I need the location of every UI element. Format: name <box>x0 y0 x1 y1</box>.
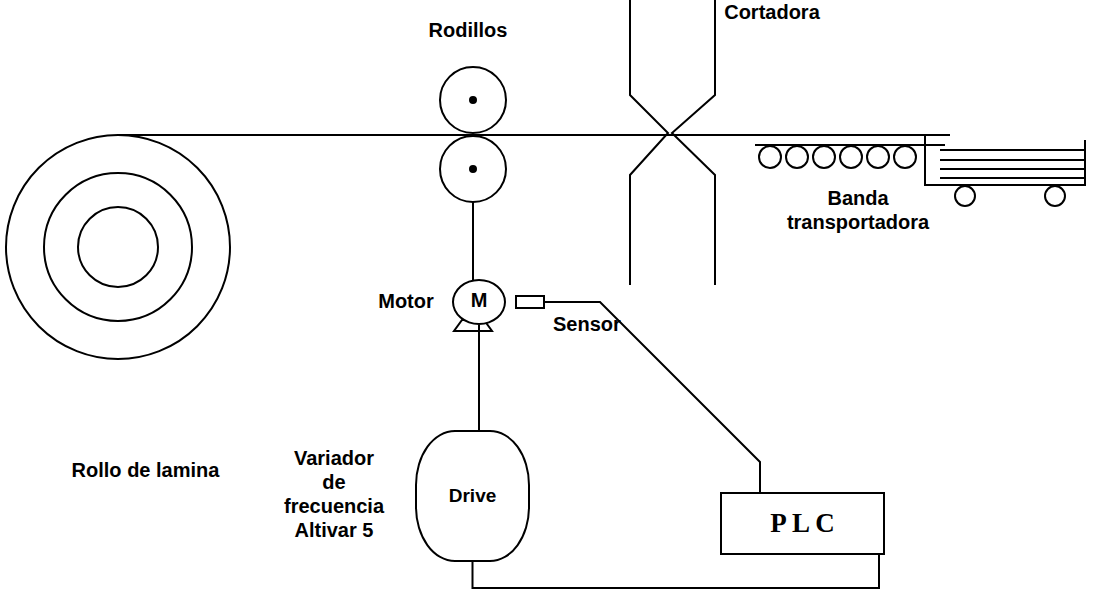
conveyor-roll <box>786 146 808 168</box>
sensor-label: Sensor <box>553 313 621 336</box>
cutter-blade <box>672 0 715 285</box>
roller-bottom <box>440 136 506 202</box>
cutter-label: Cortadora <box>712 0 832 24</box>
plc-box: P L C <box>720 492 885 555</box>
conveyor-roll <box>867 146 889 168</box>
node-text: M <box>454 281 504 319</box>
cart-wheel <box>955 186 975 206</box>
cart-sheet <box>940 149 1085 151</box>
roller-top <box>440 67 506 133</box>
conveyor-roll <box>894 146 916 168</box>
sheet-line <box>118 134 950 136</box>
conveyor-roll <box>813 146 835 168</box>
conveyor-rolls <box>759 146 916 168</box>
drive-label: Variador de frecuencia Altivar 5 <box>280 446 388 542</box>
motor-circle: M <box>452 279 506 325</box>
cart-sheet <box>940 177 1085 179</box>
wire <box>478 325 480 430</box>
roller-axis <box>470 97 476 103</box>
drive-capsule: Drive <box>415 430 530 562</box>
conveyor-label: Banda transportadora <box>778 186 938 234</box>
wire <box>473 555 880 588</box>
roll-outer <box>6 135 230 359</box>
cutter-blade <box>630 0 668 285</box>
rollers-label: Rodillos <box>408 18 528 42</box>
conveyor-roll <box>840 146 862 168</box>
motor-label: Motor <box>366 289 446 313</box>
sensor-box: Sensor <box>515 295 545 309</box>
cart-sheet <box>940 159 1085 161</box>
roll-label: Rollo de lamina <box>58 458 233 482</box>
cart-wheel <box>1045 186 1065 206</box>
cart-sheet <box>940 168 1085 170</box>
conveyor-roll <box>759 146 781 168</box>
wire <box>545 302 760 492</box>
roll-inner <box>78 207 158 287</box>
node-text: Drive <box>449 485 497 507</box>
roll-middle <box>44 173 192 321</box>
node-text: P L C <box>770 508 835 539</box>
cart-body <box>925 135 1085 185</box>
roller-axis <box>470 166 476 172</box>
roller-shaft <box>472 202 474 280</box>
